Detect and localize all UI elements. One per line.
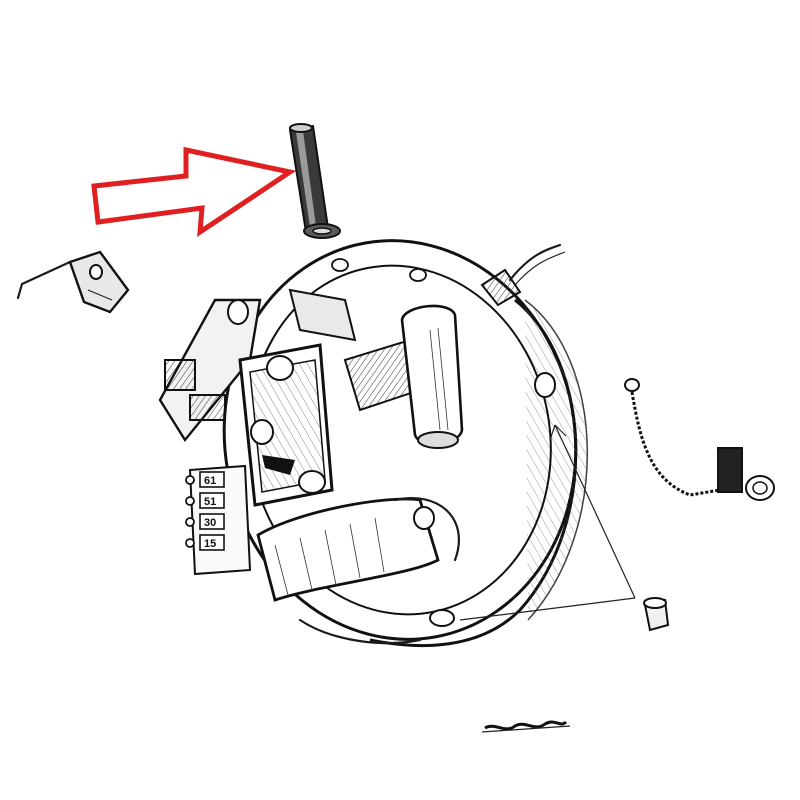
cable-clip-part: [16, 250, 130, 314]
ground-cable-part: [624, 378, 775, 501]
terminal-51: 51: [185, 492, 225, 509]
terminal-label: 15: [204, 538, 216, 550]
terminal-label-box: [199, 513, 225, 530]
regulator-points-assembly: [158, 288, 422, 507]
insulating-sleeve-part: [288, 123, 341, 239]
terminal-label-box: [199, 534, 225, 551]
terminal-pin: [185, 475, 195, 485]
terminal-15: 15: [185, 534, 225, 551]
terminal-pin: [185, 538, 195, 548]
terminal-block: 61 51 30 15: [185, 464, 252, 576]
bushing-part: [459, 424, 670, 632]
terminal-label-box: [199, 492, 225, 509]
terminal-label: 30: [204, 517, 216, 529]
terminal-30: 30: [185, 513, 225, 530]
terminal-label: 51: [204, 496, 216, 508]
terminal-pin: [185, 496, 195, 506]
cable-with-connector: [480, 243, 566, 307]
terminal-label-box: [199, 471, 225, 488]
spring-part: [481, 720, 571, 733]
terminal-61: 61: [185, 471, 225, 488]
capacitor: [400, 304, 464, 449]
terminal-label: 61: [204, 475, 216, 487]
field-coil: [256, 497, 460, 602]
callout-arrow-icon: [91, 146, 297, 237]
terminal-pin: [185, 517, 195, 527]
